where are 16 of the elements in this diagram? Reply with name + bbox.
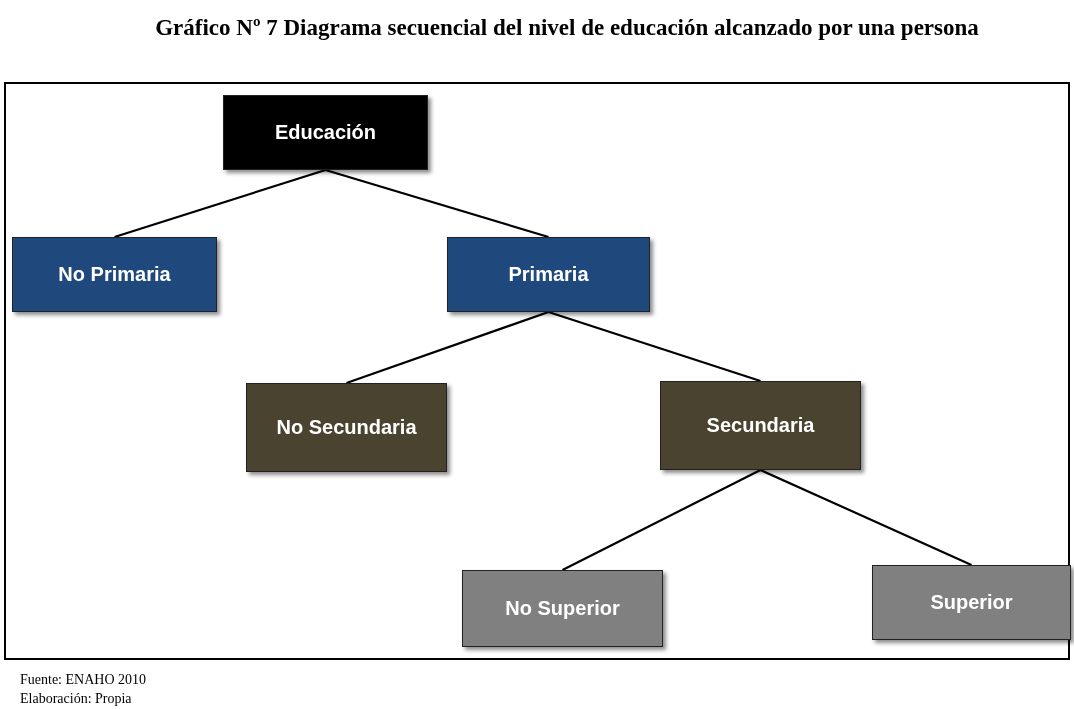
- category-box: Secundaria: [660, 381, 861, 470]
- connector-line: [114, 168, 326, 239]
- connector-line: [346, 310, 549, 385]
- category-box: Primaria: [447, 237, 650, 312]
- connector-line: [548, 310, 761, 383]
- connector-line: [760, 469, 972, 566]
- connector-line: [325, 168, 549, 239]
- title: Gráfico Nº 7 Diagrama secuencial del nivel de educación alcanzado por una persona: [154, 14, 980, 41]
- connector-line: [562, 469, 761, 571]
- category-box: Educación: [223, 95, 428, 170]
- source-note: Fuente: ENAHO 2010: [20, 671, 146, 688]
- source-note: Elaboración: Propia: [20, 690, 132, 707]
- category-box: No Primaria: [12, 237, 217, 312]
- category-box: No Superior: [462, 570, 663, 647]
- category-box: Superior: [872, 565, 1071, 640]
- category-box: No Secundaria: [246, 383, 447, 472]
